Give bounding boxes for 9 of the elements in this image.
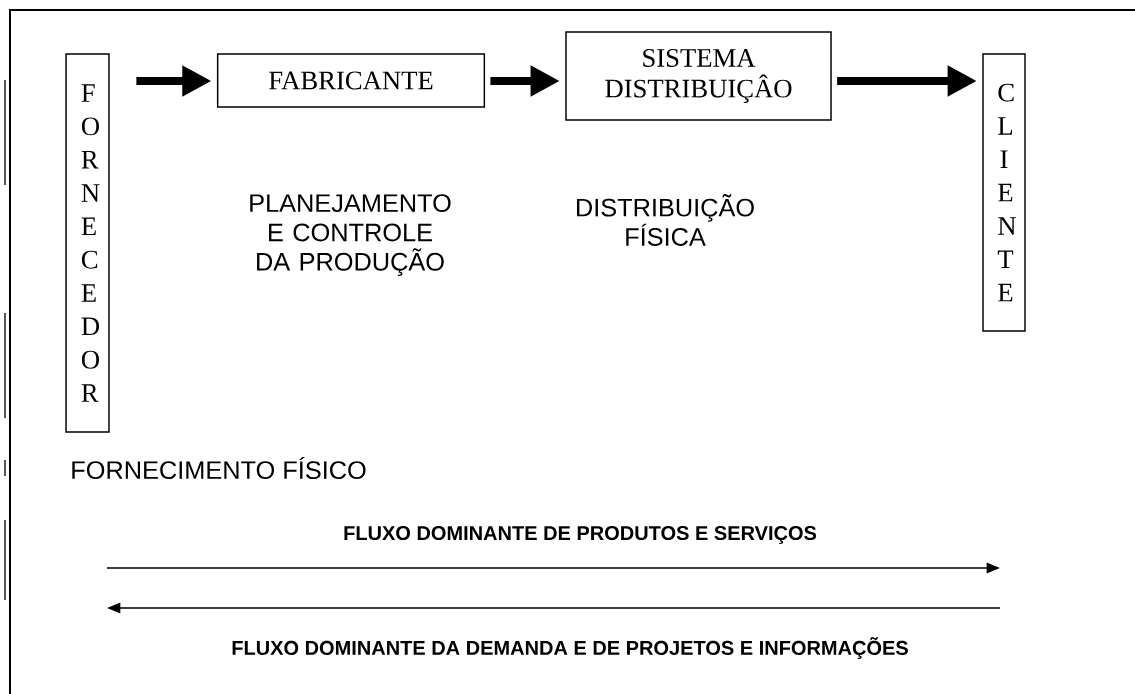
flow-label: FLUXO DOMINANTE DA DEMANDA E DE PROJETOS E INFORMAÇÕES [232,637,908,659]
process-box: SISTEMA DISTRIBUIÇÂO [565,31,832,121]
vertical-box: F O R N E C E D O R [65,53,110,433]
text-label: DISTRIBUIÇÃO FÍSICA [577,194,754,246]
flow-label: FLUXO DOMINANTE DE PRODUTOS E SERVIÇOS [344,525,817,545]
vertical-box: C L I E N T E [982,53,1026,332]
process-box: FABRICANTE [216,53,486,108]
text-label: PLANEJAMENTO E CONTROLE DA PRODUÇÃO [250,194,451,276]
text-label: FORNECIMENTO FÍSICO [72,456,366,480]
